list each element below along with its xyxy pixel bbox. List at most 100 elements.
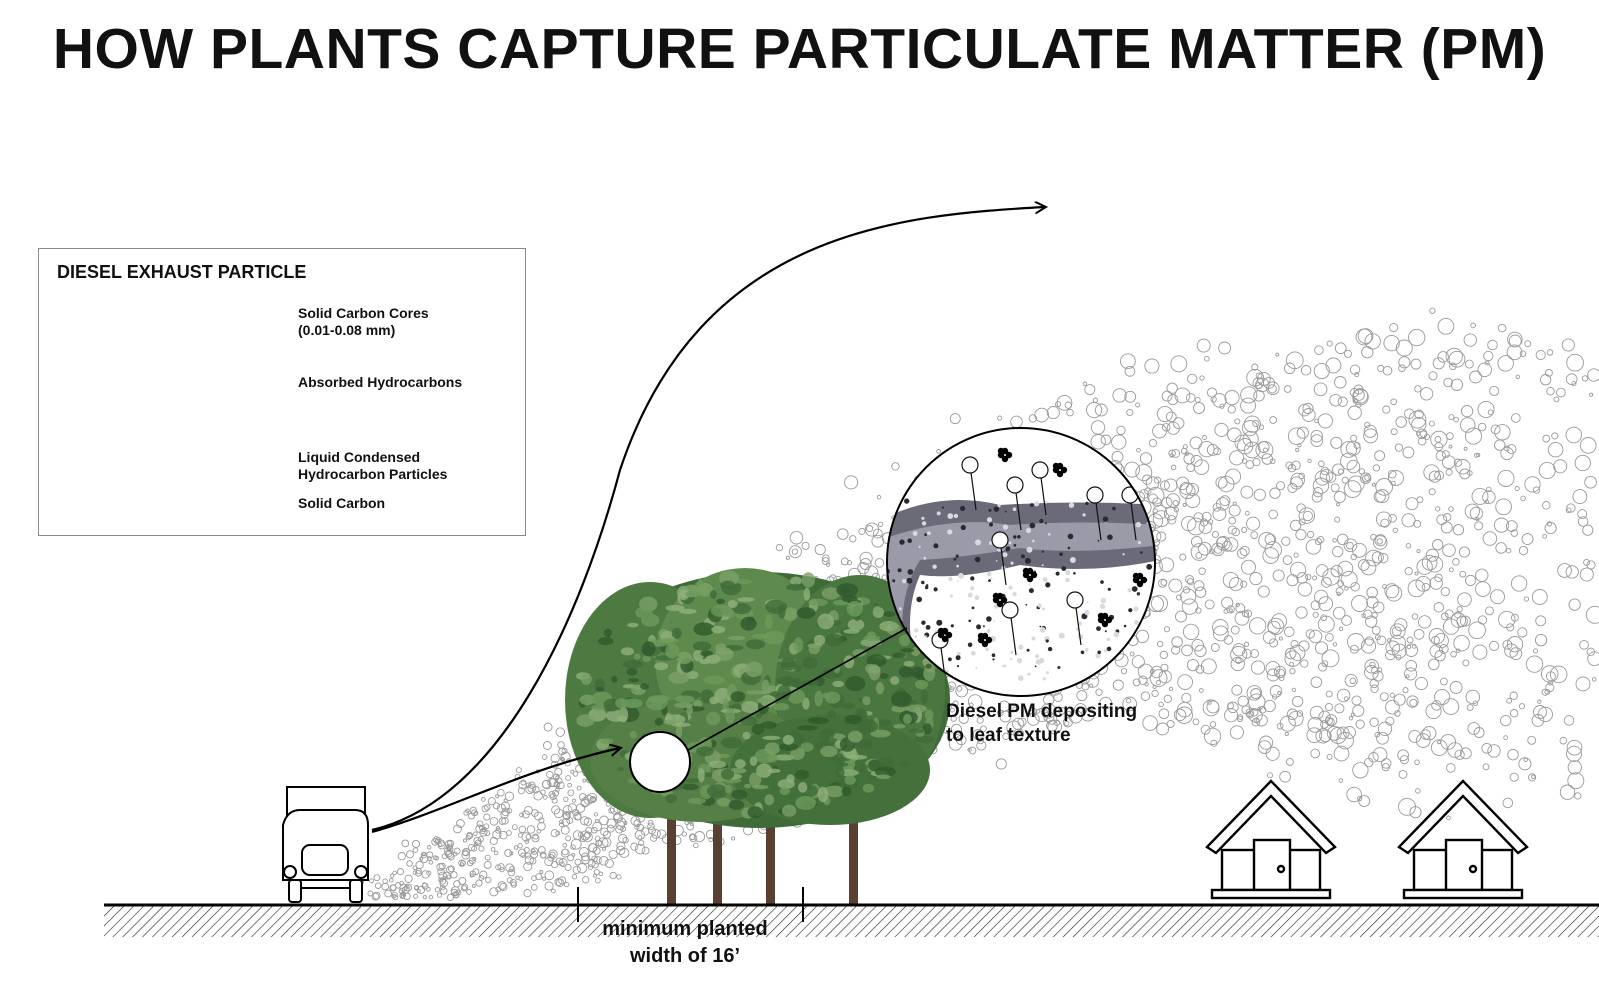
pm-particle — [1377, 636, 1386, 645]
pm-particle — [1157, 723, 1169, 735]
pm-particle — [1406, 675, 1409, 678]
leaf-speck — [1146, 564, 1152, 570]
pm-particle — [1199, 568, 1206, 575]
pm-particle — [554, 809, 563, 818]
leaf-speck — [926, 625, 931, 630]
leaf-cluster — [835, 767, 845, 779]
leaf-speck — [989, 523, 993, 527]
leaf-speck — [961, 525, 966, 530]
pm-particle — [552, 889, 556, 893]
pm-particle — [786, 556, 789, 559]
pm-particle — [1287, 575, 1298, 586]
pm-particle — [402, 840, 409, 847]
pm-particle — [1315, 419, 1319, 423]
pm-particle — [545, 871, 554, 880]
leaf-speck — [1025, 604, 1027, 606]
pm-particle — [1157, 406, 1172, 421]
leaf-cluster — [627, 668, 638, 676]
pm-particle — [1349, 717, 1352, 720]
leaf-cluster — [611, 676, 617, 683]
leaf-speck — [1070, 557, 1076, 563]
leaf-cluster — [910, 700, 916, 705]
pm-particle — [1403, 688, 1408, 693]
pm-particle — [1127, 409, 1133, 415]
leaf-cluster — [581, 673, 592, 685]
pm-particle — [1244, 416, 1260, 432]
leaf-cluster — [711, 626, 725, 634]
pm-particle — [1406, 660, 1417, 671]
pm-particle — [1415, 572, 1418, 575]
pm-particle — [1353, 763, 1368, 778]
pm-particle — [1400, 756, 1408, 764]
pm-particle — [1083, 382, 1087, 386]
pm-particle — [1285, 732, 1288, 735]
pm-particle — [1247, 517, 1260, 530]
leaf-speck — [1127, 588, 1131, 592]
leaf-cluster — [721, 769, 734, 780]
pm-particle — [1510, 773, 1518, 781]
leaf-cluster — [693, 641, 711, 650]
pm-particle — [1091, 421, 1104, 434]
pm-particle — [518, 844, 522, 848]
pm-particle — [1251, 661, 1264, 674]
pm-particle — [1215, 423, 1228, 436]
legend-item-label: Liquid Condensed — [298, 449, 447, 466]
leaf-cluster — [737, 597, 754, 602]
pm-particle — [1506, 548, 1511, 553]
leaf-speck — [1028, 583, 1030, 585]
pm-particle — [1231, 626, 1239, 634]
pm-particle — [1315, 346, 1324, 355]
leaf-speck — [989, 509, 992, 512]
pm-particle — [1430, 577, 1442, 589]
pm-particle — [1132, 656, 1144, 668]
leaf-cluster — [698, 768, 705, 782]
leaf-speck — [996, 560, 998, 562]
pm-particle — [1435, 574, 1443, 582]
pm-particle — [1511, 576, 1526, 591]
leaf-cluster — [780, 787, 790, 795]
pm-particle — [496, 795, 499, 798]
pm-particle — [490, 837, 497, 844]
pm-clump — [997, 601, 1003, 607]
pm-particle — [1130, 652, 1134, 656]
leaf-speck — [1114, 632, 1120, 638]
pm-particle — [1380, 693, 1388, 701]
leaf-speck — [985, 648, 989, 652]
pm-particle — [1547, 350, 1553, 356]
pm-particle — [1516, 375, 1519, 378]
leaf-speck — [948, 657, 952, 661]
leaf-speck — [954, 514, 958, 518]
pm-particle — [505, 850, 512, 857]
leaf-speck — [1048, 647, 1052, 651]
leaf-speck — [1133, 607, 1138, 612]
leaf-speck — [914, 628, 918, 632]
leaf-speck — [1013, 535, 1016, 538]
leaf-cluster — [765, 794, 775, 805]
leaf-speck — [924, 533, 927, 536]
pm-particle — [1412, 614, 1418, 620]
leaf-speck — [1100, 604, 1105, 609]
leaf-speck — [1032, 637, 1036, 641]
leaf-speck — [975, 595, 980, 600]
pm-particle — [556, 728, 565, 737]
leaf-cluster — [654, 662, 668, 670]
leaf-cluster — [742, 732, 750, 740]
pm-particle — [391, 885, 397, 891]
leaf-speck — [899, 607, 902, 610]
leaf-speck — [1157, 636, 1160, 639]
pm-particle — [1344, 697, 1348, 701]
pm-particle — [1242, 560, 1256, 574]
pm-particle — [1137, 448, 1141, 452]
pm-particle — [1526, 656, 1542, 672]
pm-particle — [1278, 692, 1281, 695]
pm-particle — [1301, 660, 1308, 667]
leaf-speck — [933, 543, 938, 548]
pm-particle — [1426, 704, 1441, 719]
pm-particle — [571, 845, 576, 850]
leaf-cluster — [820, 746, 837, 757]
legend-item-solid-carbon: Solid Carbon — [298, 495, 385, 512]
pm-particle — [1327, 754, 1332, 759]
pm-particle — [1407, 645, 1411, 649]
pm-particle — [1463, 660, 1469, 666]
leaf-cluster — [827, 710, 836, 718]
